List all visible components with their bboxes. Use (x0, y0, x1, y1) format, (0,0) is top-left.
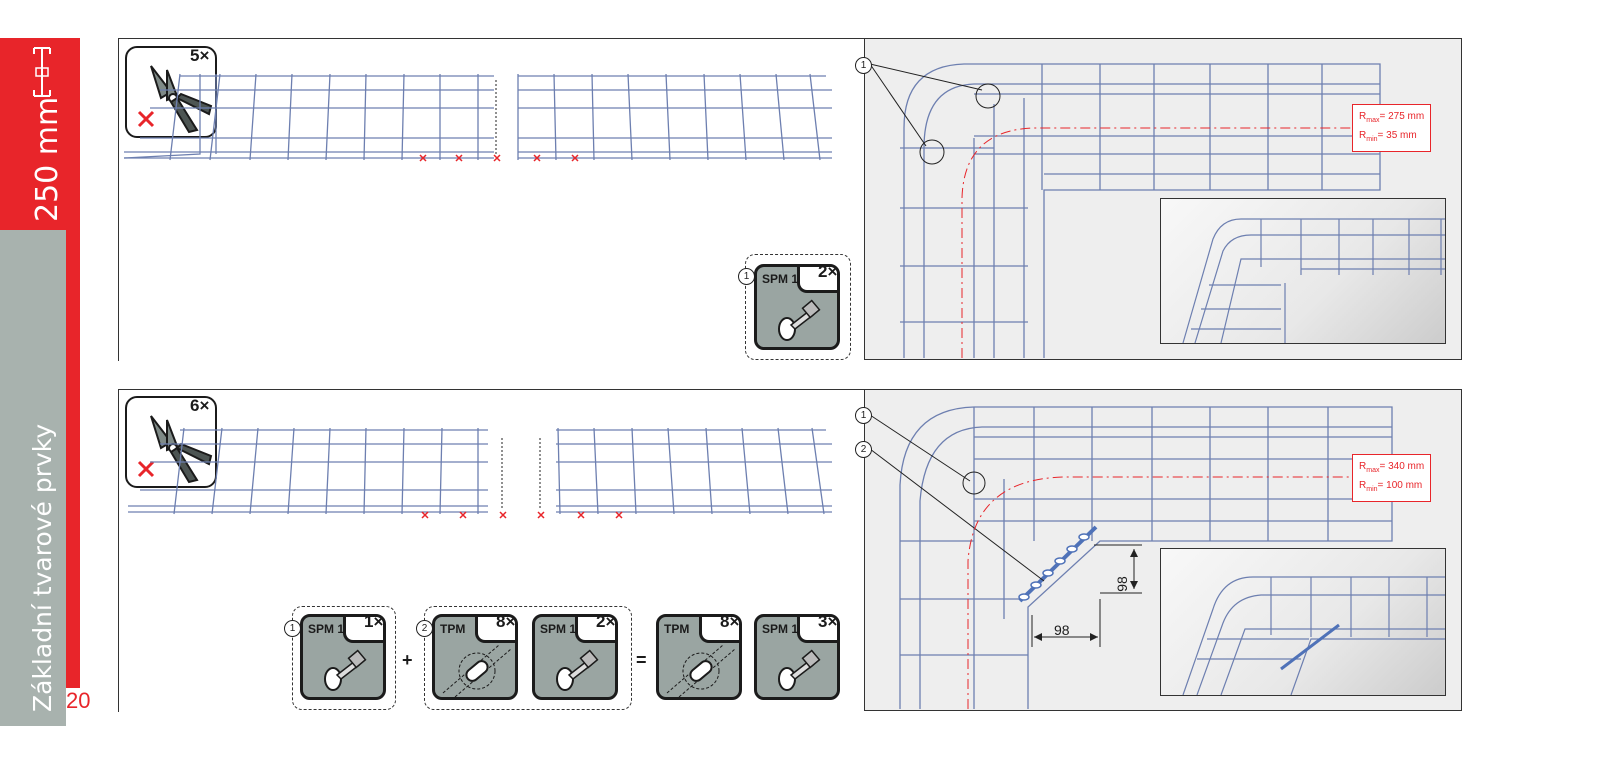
eq-result-part-spm1: SPM 1 (754, 614, 840, 700)
eq-group2-qty-spm1: 2× (596, 612, 616, 631)
part-name: TPM (440, 622, 466, 636)
eq-group1-index: 1 (284, 620, 301, 637)
step1-part-spm1: SPM 1 (754, 264, 840, 350)
step2-tool-box (125, 396, 217, 488)
connector-plate-icon (666, 644, 736, 697)
eq-result-qty-spm1: 3× (818, 612, 838, 631)
part-name: SPM 1 (762, 622, 799, 636)
step1-3d-tray (1182, 218, 1445, 343)
step1-part-index: 1 (738, 268, 755, 285)
eq-group2-part-spm1: SPM 1 (532, 614, 618, 700)
bolt-icon (556, 649, 599, 691)
part-name: TPM (664, 622, 690, 636)
cross-mark-icon (137, 460, 155, 478)
eq-group2-qty-tpm: 8× (496, 612, 516, 631)
bolt-cutter-icon (150, 415, 213, 484)
eq-group2-index: 2 (416, 620, 433, 637)
sidebar-section-title: Základní tvarové prvky (28, 423, 57, 712)
connector-plate-icon (442, 644, 512, 697)
step2-cable-tray (128, 427, 832, 519)
cable-tray-end-icon (33, 47, 51, 97)
eq-plus: + (402, 650, 413, 670)
step1-marker-1: 1 (855, 57, 872, 74)
step1-cable-tray (123, 73, 832, 162)
bolt-icon (324, 649, 367, 691)
step1-radius-box: Rmax= 275 mm Rmin= 35 mm (1352, 104, 1432, 152)
bolt-icon (778, 299, 821, 341)
step1-part-qty: 2× (818, 262, 838, 281)
step1-bend-drawing (869, 63, 1381, 358)
page-number: 20 (66, 688, 91, 713)
eq-group2-part-tpm: TPM (432, 614, 518, 700)
step2-marker-1: 1 (855, 407, 872, 424)
part-name: SPM 1 (762, 272, 799, 286)
sidebar-dimension: 250 mm (30, 96, 65, 222)
step1-3d-view (1160, 198, 1446, 344)
part-name: SPM 1 (540, 622, 577, 636)
step2-marker-2: 2 (855, 441, 872, 458)
step2-radius-box: Rmax= 340 mm Rmin= 100 mm (1352, 454, 1432, 502)
eq-group1-part-spm1: SPM 1 (300, 614, 386, 700)
eq-result-part-tpm: TPM (656, 614, 742, 700)
dimension-horizontal: 98 (1054, 622, 1070, 638)
eq-result-qty-tpm: 8× (720, 612, 740, 631)
bolt-icon (778, 649, 821, 691)
cross-mark-icon (137, 110, 155, 128)
sidebar-dimension-band (0, 38, 80, 230)
eq-equals: = (636, 650, 647, 670)
step2-3d-view (1160, 548, 1446, 696)
step2-cut-count: 6× (190, 396, 210, 415)
eq-group1-qty: 1× (364, 612, 384, 631)
part-name: SPM 1 (308, 622, 345, 636)
dimension-vertical: 98 (1113, 576, 1130, 592)
step2-3d-tray (1182, 576, 1445, 695)
step1-cut-count: 5× (190, 46, 210, 65)
sidebar-accent-strip (66, 230, 80, 688)
sidebar-section-band (0, 230, 66, 726)
step2-panel (118, 389, 1461, 712)
step1-panel (118, 38, 1461, 361)
